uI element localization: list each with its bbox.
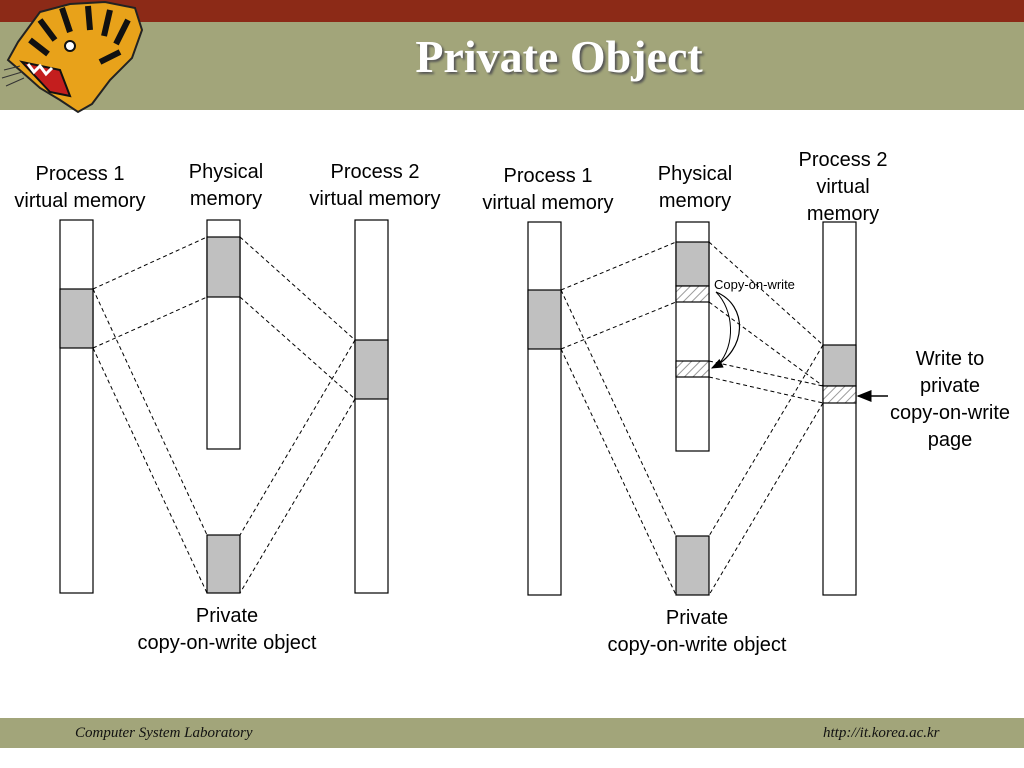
right-physical-label: Physical memory — [657, 163, 733, 212]
left-process2-label: Process 2 virtual memory — [309, 161, 441, 210]
right-process2-label: Process 2 virtual memory — [798, 149, 888, 225]
process2-mapped-page — [822, 344, 857, 387]
process2-memory-column — [822, 221, 857, 596]
top-accent-bar — [0, 0, 1024, 22]
mapping-lines — [92, 236, 356, 594]
right-process1-label: Process 1 virtual memory — [482, 165, 614, 214]
left-physical-label: Physical memory — [188, 161, 264, 210]
private-object-page — [675, 535, 710, 596]
footer-url: http://it.korea.ac.kr — [823, 725, 940, 741]
process2-mapped-page — [354, 339, 389, 400]
process2-written-page — [822, 385, 857, 404]
process1-memory-column — [527, 221, 562, 596]
copy-on-write-label: Copy-on-write — [714, 277, 795, 292]
slide-title: Private Object — [415, 31, 703, 82]
left-diagram — [59, 219, 389, 594]
footer-lab-name: Computer System Laboratory — [75, 725, 253, 741]
private-object-diagram — [59, 219, 888, 596]
footer-bar — [0, 718, 1024, 748]
left-object-label: Private copy-on-write object — [137, 605, 317, 654]
process1-memory-column — [59, 219, 94, 594]
left-process1-label: Process 1 virtual memory — [14, 163, 146, 212]
right-object-label: Private copy-on-write object — [607, 607, 787, 656]
tiger-logo-icon — [1, 0, 144, 114]
private-object-page — [206, 534, 241, 594]
title-bar — [0, 22, 1024, 110]
cow-copied-page — [675, 360, 710, 378]
process2-memory-column — [354, 219, 389, 594]
process1-mapped-page — [59, 288, 94, 349]
physical-page — [206, 236, 241, 298]
process1-mapped-page — [527, 289, 562, 350]
copy-on-write-arrow — [710, 291, 741, 369]
mapping-lines — [560, 241, 824, 596]
physical-page — [675, 241, 710, 287]
right-diagram — [527, 221, 888, 596]
write-to-page-label: Write to private copy-on-write page — [889, 348, 1011, 451]
cow-source-page — [675, 285, 710, 303]
